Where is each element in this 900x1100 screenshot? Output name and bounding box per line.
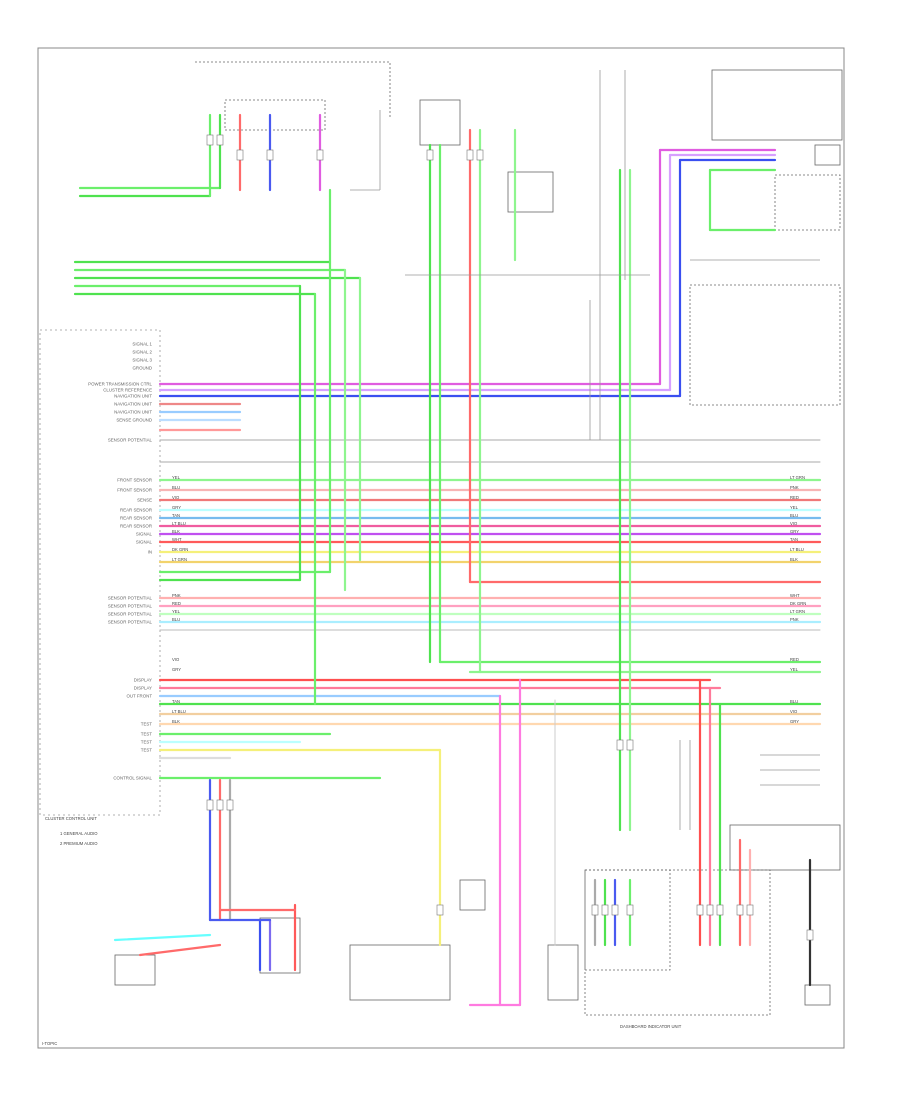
wire-code-label: RED [790,657,799,662]
wire-code-label: GRY [790,529,799,534]
pin-label: FRONT SENSOR [117,488,152,493]
pin-label: CONTROL SIGNAL [113,776,152,781]
pin-label: REAR SENSOR [120,524,152,529]
pin-label: SENSOR POTENTIAL [108,612,153,617]
wire-code-label: VIO [790,709,798,714]
pin-label: IN [148,550,152,555]
footer-left-label: I-TOPIC [42,1041,57,1046]
wire-code-label: GRY [172,505,181,510]
wire-code-label: BLU [172,617,180,622]
pin-label: REAR SENSOR [120,508,152,513]
legend-item-2: 2 PREMIUM AUDIO [60,841,98,846]
wire-code-label: DK GRN [172,547,188,552]
wire-code-label: BLK [172,529,180,534]
wire-code-label: GRY [172,667,181,672]
pin-label: CLUSTER REFERENCE [103,388,152,393]
wire-code-label: LT GRN [790,475,805,480]
wire-code-label: PNK [790,485,799,490]
pin-label: SIGNAL [136,540,153,545]
wire-code-label: TAN [172,699,180,704]
wire-code-label: LT GRN [790,609,805,614]
vertical-wires [113,113,812,1007]
pin-label: POWER TRANSMISSION CTRL [88,382,152,387]
wire-code-label: RED [790,495,799,500]
pin-label: OUT FRONT [126,694,152,699]
wire-code-label: PNK [172,593,181,598]
legend-item-1: 1 GENERAL AUDIO [60,831,98,836]
wire-code-label: BLU [790,513,798,518]
wire-code-label: LT BLU [172,709,186,714]
wire-code-label: TAN [790,537,798,542]
wire-code-label: BLU [790,699,798,704]
wire-code-label: BLU [172,485,180,490]
pin-label: SENSOR POTENTIAL [108,604,153,609]
pin-label: REAR SENSOR [120,516,152,521]
pin-label: TEST [141,740,153,745]
connectors [206,134,814,941]
wire-code-label: YEL [172,609,181,614]
pin-label: SIGNAL 1 [132,342,152,347]
wire-label-group: LT GRN PNK RED YEL BLU VIO GRY TAN LT BLU BLK WHT D… [172,475,806,724]
pin-label: SENSE [137,498,152,503]
wire-code-label: VIO [790,521,798,526]
horizontal-wires [73,186,822,780]
pin-label: TEST [141,732,153,737]
pin-label: NAVIGATION UNIT [114,410,152,415]
pin-label: SENSOR POTENTIAL [108,438,153,443]
wire-code-label: WHT [172,537,182,542]
wire-code-label: TAN [172,513,180,518]
wire-code-label: PNK [790,617,799,622]
pin-label: SENSOR POTENTIAL [108,596,153,601]
pin-label: SIGNAL 3 [132,358,152,363]
pin-label: SIGNAL 2 [132,350,152,355]
pin-label: TEST [141,722,153,727]
wire-code-label: YEL [172,475,181,480]
wire-code-label: VIO [172,657,180,662]
pin-label: SIGNAL [136,532,153,537]
wire-code-label: WHT [790,593,800,598]
pin-label: SENSE GROUND [116,418,152,423]
pin-label: SENSOR POTENTIAL [108,620,153,625]
wire-code-label: YEL [790,505,799,510]
wire-code-label: YEL [790,667,799,672]
module-title: CLUSTER CONTROL UNIT [45,816,97,821]
diagram-border [37,47,845,1049]
wire-code-label: DK GRN [790,601,806,606]
pin-label: NAVIGATION UNIT [114,394,152,399]
wire-code-label: BLK [790,557,798,562]
pin-label: DISPLAY [134,678,152,683]
wire-code-label: BLK [172,719,180,724]
pin-label: TEST [141,748,153,753]
pin-label-group: SIGNAL 1 SIGNAL 2 SIGNAL 3 GROUND POWER TRAN… [88,342,152,781]
pin-label: GROUND [132,366,152,371]
wire-code-label: RED [172,601,181,606]
wire-code-label: LT BLU [790,547,804,552]
top-components [39,61,843,1016]
pin-label: DISPLAY [134,686,152,691]
pin-label: NAVIGATION UNIT [114,402,152,407]
bottom-unit-label: DASHBOARD INDICATOR UNIT [620,1024,682,1029]
wire-code-label: LT GRN [172,557,187,562]
pin-label: FRONT SENSOR [117,478,152,483]
thin-wires [350,70,820,830]
wire-code-label: VIO [172,495,180,500]
wire-code-label: LT BLU [172,521,186,526]
wire-code-label: GRY [790,719,799,724]
